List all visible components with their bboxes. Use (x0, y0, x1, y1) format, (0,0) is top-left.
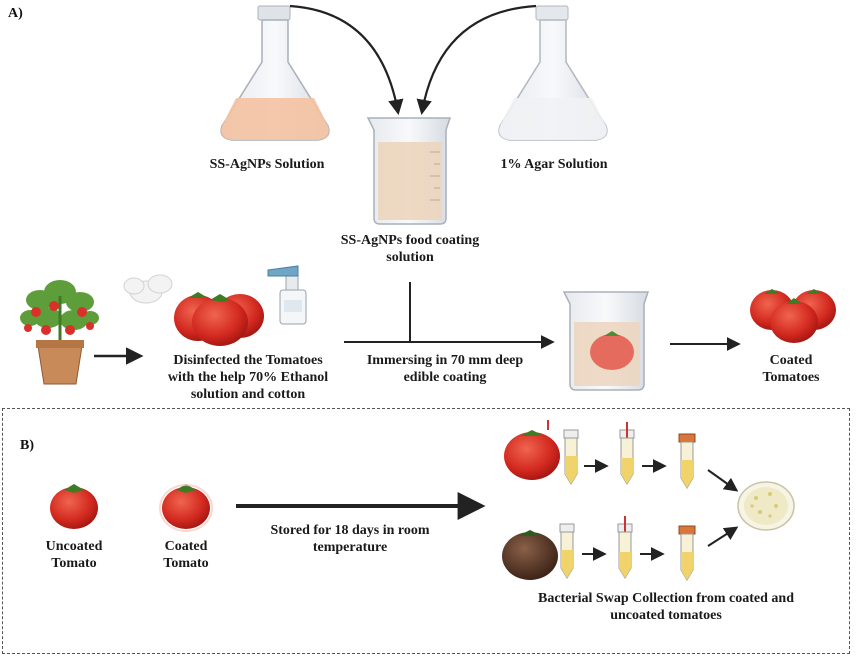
fresh-tomato-icon (504, 420, 560, 480)
ss-agnps-flask-icon (220, 5, 330, 141)
food-coating-label: SS-AgNPs food coating solution (340, 233, 480, 265)
agar-solution-label: 1% Agar Solution (500, 157, 608, 172)
bacterial-swab-label: Bacterial Swap Collection from coated an… (538, 591, 794, 623)
coated-tomato-icon (159, 484, 213, 532)
agar-flask-icon (498, 5, 608, 141)
coated-tomatoes-label: Coated Tomatoes (762, 353, 820, 385)
coated-tomatoes-icon (750, 289, 836, 343)
ss-agnps-solution-label: SS-AgNPs Solution (209, 157, 325, 172)
arrow-top-to-dish (707, 469, 739, 492)
cotton-icon (123, 274, 173, 304)
spoiled-tomato-icon (502, 530, 558, 580)
arrow-from-ss-agnps (289, 4, 404, 116)
ethanol-spray-bottle-icon (267, 265, 307, 325)
sample-tubes-row-1 (563, 422, 696, 489)
uncoated-tomato-label: Uncoated Tomato (45, 539, 103, 571)
tomato-plant-icon (20, 280, 99, 385)
uncoated-tomato-icon (50, 484, 98, 529)
immersing-label: Immersing in 70 mm deep edible coating (366, 353, 524, 385)
petri-dish-icon (737, 481, 795, 531)
sample-tubes-row-2 (559, 516, 696, 581)
panel-b-border (2, 408, 850, 654)
immersion-beaker-icon (562, 291, 650, 391)
coated-tomato-label: Coated Tomato (163, 539, 209, 571)
panel-label-a: A) (8, 6, 23, 21)
arrow-bottom-to-dish (707, 526, 739, 547)
arrow-from-agar (416, 4, 537, 116)
disinfected-tomatoes-icon (174, 292, 264, 346)
storage-label: Stored for 18 days in room temperature (270, 523, 430, 555)
panel-label-b: B) (20, 438, 34, 453)
coating-beaker-icon (366, 117, 452, 225)
disinfect-label: Disinfected the Tomatoes with the help 7… (167, 353, 329, 402)
